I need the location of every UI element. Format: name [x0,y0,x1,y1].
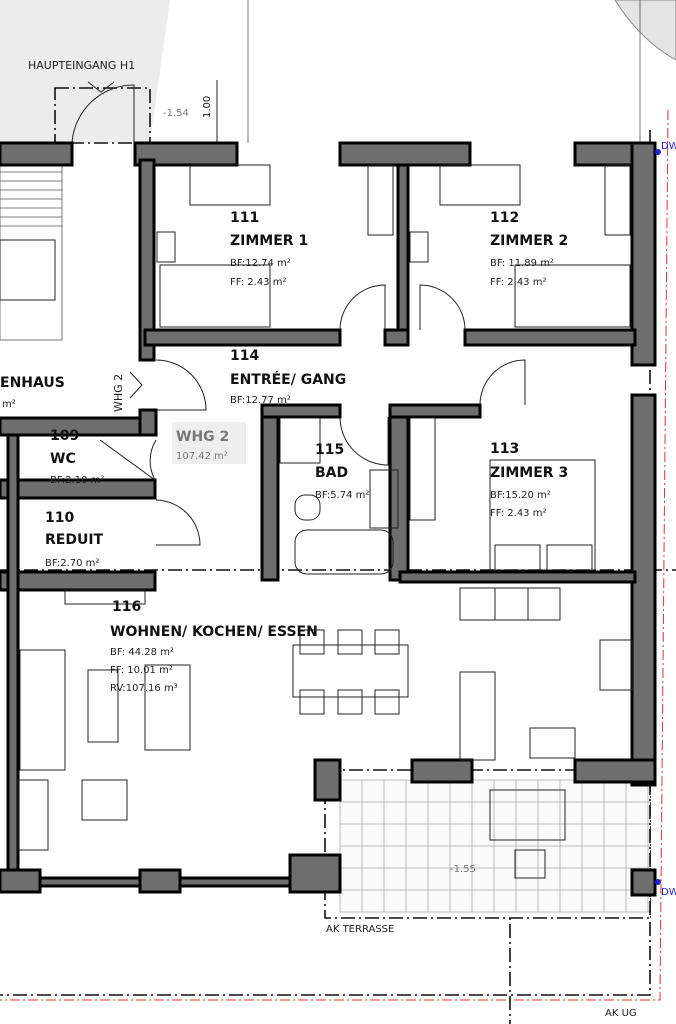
room-112: 112 ZIMMER 2 BF: 11.89 m² FF: 2.43 m² [490,210,568,288]
svg-text:FF: 10.01 m²: FF: 10.01 m² [110,665,173,676]
svg-text:115: 115 [315,442,344,458]
svg-text:114: 114 [230,348,259,364]
room-114: 114 ENTRÉE/ GANG BF:12.77 m² [230,348,346,406]
unit-badge [172,422,246,464]
entrance-level: -1.54 [163,108,189,119]
terrace-level: -1.55 [450,864,476,875]
svg-text:BF: 11.89 m²: BF: 11.89 m² [490,258,554,269]
svg-text:FF: 2.43 m²: FF: 2.43 m² [490,277,546,288]
svg-text:BF:15.20 m²: BF:15.20 m² [490,490,551,501]
svg-text:BAD: BAD [315,465,348,481]
room-115: 115 BAD BF:5.74 m² [315,442,369,501]
ak-ug-label: AK UG [605,1008,637,1019]
svg-text:BF:5.74 m²: BF:5.74 m² [315,490,369,501]
svg-text:ZIMMER 2: ZIMMER 2 [490,233,568,249]
svg-text:BF:2.10 m²: BF:2.10 m² [50,475,104,486]
dw-marker-icon [655,879,661,885]
arrow-icon [129,371,143,399]
entrance-door[interactable] [71,84,135,144]
terrace-outline [324,769,651,919]
stairhouse-area: m² [2,399,16,410]
svg-text:112: 112 [490,210,519,226]
svg-text:113: 113 [490,441,519,457]
tree-canopy [614,0,676,61]
svg-text:BF:2.70 m²: BF:2.70 m² [45,558,99,569]
svg-text:BF:12.74 m²: BF:12.74 m² [230,258,291,269]
svg-text:116: 116 [112,599,141,615]
entrance-canopy [54,87,151,144]
svg-text:BF: 44.28 m²: BF: 44.28 m² [110,647,174,658]
room-116: 116 WOHNEN/ KOCHEN/ ESSEN BF: 44.28 m² F… [110,599,318,694]
svg-text:WOHNEN/ KOCHEN/ ESSEN: WOHNEN/ KOCHEN/ ESSEN [110,624,318,640]
svg-text:REDUIT: REDUIT [45,532,104,548]
unit-name: WHG 2 [176,429,229,445]
room-109: 109 WC BF:2.10 m² [50,428,104,486]
terrace-tiles [339,779,650,918]
whg-arrow-label: WHG 2 [112,374,125,412]
doors[interactable] [99,284,526,546]
unit-area: 107.42 m² [176,451,228,462]
property-line [0,109,669,1001]
entrance-dimension: 1.00 [202,96,213,118]
entrance-label: HAUPTEINGANG H1 [28,59,135,72]
svg-text:BF:12.77 m²: BF:12.77 m² [230,395,291,406]
stairhouse-label: ENHAUS [0,375,65,391]
svg-text:FF: 2.43 m²: FF: 2.43 m² [490,508,546,519]
svg-text:110: 110 [45,510,74,526]
svg-text:RV:107.16 m³: RV:107.16 m³ [110,683,178,694]
svg-text:ZIMMER 1: ZIMMER 1 [230,233,308,249]
staircase [0,164,63,341]
svg-text:WC: WC [50,451,76,467]
ak-terrasse-label: AK TERRASSE [326,924,394,935]
dw-marker-icon [655,149,661,155]
walls [0,141,657,897]
dw-label: DW [661,887,676,898]
room-111: 111 ZIMMER 1 BF:12.74 m² FF: 2.43 m² [230,210,308,288]
outdoor-area [0,0,170,143]
room-110: 110 REDUIT BF:2.70 m² [45,510,104,569]
svg-text:ENTRÉE/ GANG: ENTRÉE/ GANG [230,371,346,388]
furniture [17,164,633,879]
svg-text:FF: 2.43 m²: FF: 2.43 m² [230,277,286,288]
svg-text:109: 109 [50,428,79,444]
svg-text:ZIMMER 3: ZIMMER 3 [490,465,568,481]
entrance-arrow-icon [87,81,115,93]
svg-text:111: 111 [230,210,259,226]
room-113: 113 ZIMMER 3 BF:15.20 m² FF: 2.43 m² [490,441,568,519]
dw-label: DW [661,141,676,152]
